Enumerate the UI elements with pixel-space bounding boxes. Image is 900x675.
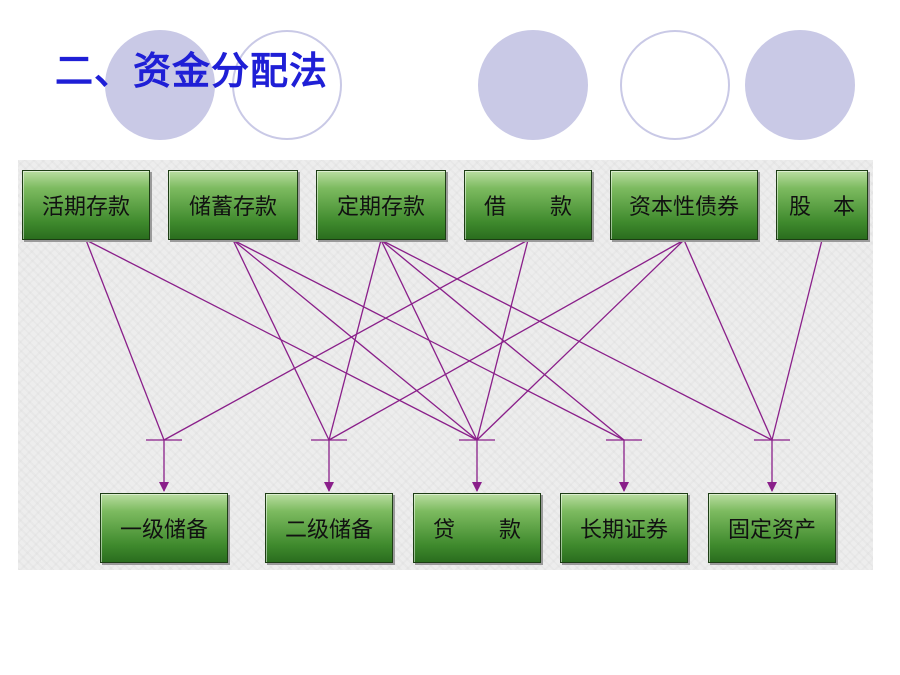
target-box-loans: 贷 款: [413, 493, 541, 563]
decor-circle-1: [105, 30, 215, 140]
source-label: 资本性债券: [628, 195, 739, 220]
page-title: 二、资金分配法: [55, 49, 329, 93]
source-label: 借 款: [483, 195, 572, 220]
target-box-long-term-securities: 长期证券: [560, 493, 688, 563]
target-label: 一级储备: [119, 518, 208, 543]
source-box-demand-deposits: 活期存款: [22, 170, 150, 240]
target-box-secondary-reserve: 二级储备: [265, 493, 393, 563]
source-box-savings-deposits: 储蓄存款: [168, 170, 298, 240]
target-box-fixed-assets: 固定资产: [708, 493, 836, 563]
source-label: 定期存款: [336, 195, 425, 220]
target-label: 长期证券: [579, 518, 668, 543]
decor-circle-2: [232, 30, 342, 140]
source-box-equity: 股 本: [776, 170, 868, 240]
source-label: 股 本: [788, 195, 855, 220]
target-label: 二级储备: [284, 518, 373, 543]
target-box-primary-reserve: 一级储备: [100, 493, 228, 563]
connector-line-11: [328, 239, 685, 441]
connector-line-13: [683, 239, 773, 441]
connector-line-0: [85, 239, 165, 441]
source-box-capital-bonds: 资本性债券: [610, 170, 758, 240]
decor-circle-3: [478, 30, 588, 140]
source-box-time-deposits: 定期存款: [316, 170, 446, 240]
source-box-borrowings: 借 款: [464, 170, 592, 240]
connector-line-14: [771, 239, 823, 441]
connector-line-9: [163, 239, 529, 441]
connector-line-10: [476, 239, 529, 441]
connector-line-8: [380, 239, 773, 441]
source-label: 储蓄存款: [188, 195, 277, 220]
connector-line-12: [476, 239, 685, 441]
connector-line-5: [328, 239, 382, 441]
connector-line-6: [380, 239, 478, 441]
decor-circle-4: [620, 30, 730, 140]
connector-line-2: [232, 239, 330, 441]
target-label: 贷 款: [432, 518, 521, 543]
source-label: 活期存款: [41, 195, 130, 220]
decor-circle-5: [745, 30, 855, 140]
target-label: 固定资产: [727, 518, 816, 543]
